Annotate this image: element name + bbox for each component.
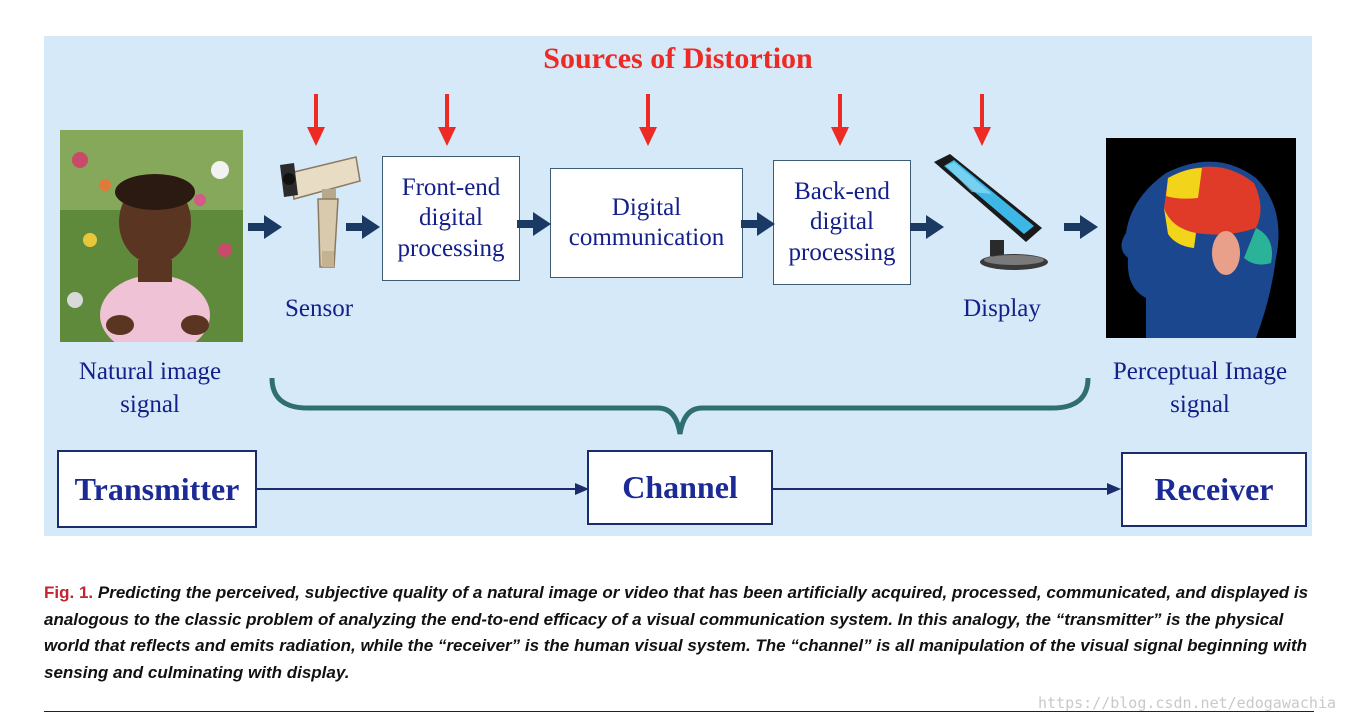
caption-text: Predicting the perceived, subjective qua… [44,583,1309,682]
transmitter-box: Transmitter [57,450,257,528]
figure-label: Fig. 1. [44,583,94,602]
natural-image-photo [60,130,243,342]
flow-arrow-2 [346,215,380,239]
distortion-arrow-sensor [306,94,326,146]
flow-arrow-3 [517,212,551,236]
sensor-label: Sensor [284,295,354,322]
flow-arrow-6 [1064,215,1098,239]
transmitter-to-channel-arrow [257,483,589,495]
brain-head-image [1106,138,1296,338]
distortion-arrow-display [972,94,992,146]
channel-to-receiver-arrow [773,483,1121,495]
flow-arrow-4 [741,212,775,236]
display-label: Display [963,295,1041,322]
distortion-arrow-communication [638,94,658,146]
distortion-arrow-back-end [830,94,850,146]
front-end-processing-box: Front-end digital processing [382,156,520,281]
natural-image-label: Natural image signal [78,358,222,418]
channel-box: Channel [587,450,773,525]
camera-sensor-icon [276,155,362,271]
digital-communication-box: Digital communication [550,168,743,278]
back-end-processing-box: Back-end digital processing [773,160,911,285]
watermark: https://blog.csdn.net/edogawachia [1037,694,1336,712]
monitor-display-icon [932,152,1052,274]
perceptual-image-label: Perceptual Image signal [1112,358,1288,418]
distortion-arrow-front-end [437,94,457,146]
flow-arrow-1 [248,215,282,239]
receiver-box: Receiver [1121,452,1307,527]
distortion-title: Sources of Distortion [543,42,813,75]
figure-caption: Fig. 1. Predicting the perceived, subjec… [44,580,1314,686]
flow-arrow-5 [910,215,944,239]
channel-brace [269,377,1091,435]
bottom-rule [44,711,1314,712]
